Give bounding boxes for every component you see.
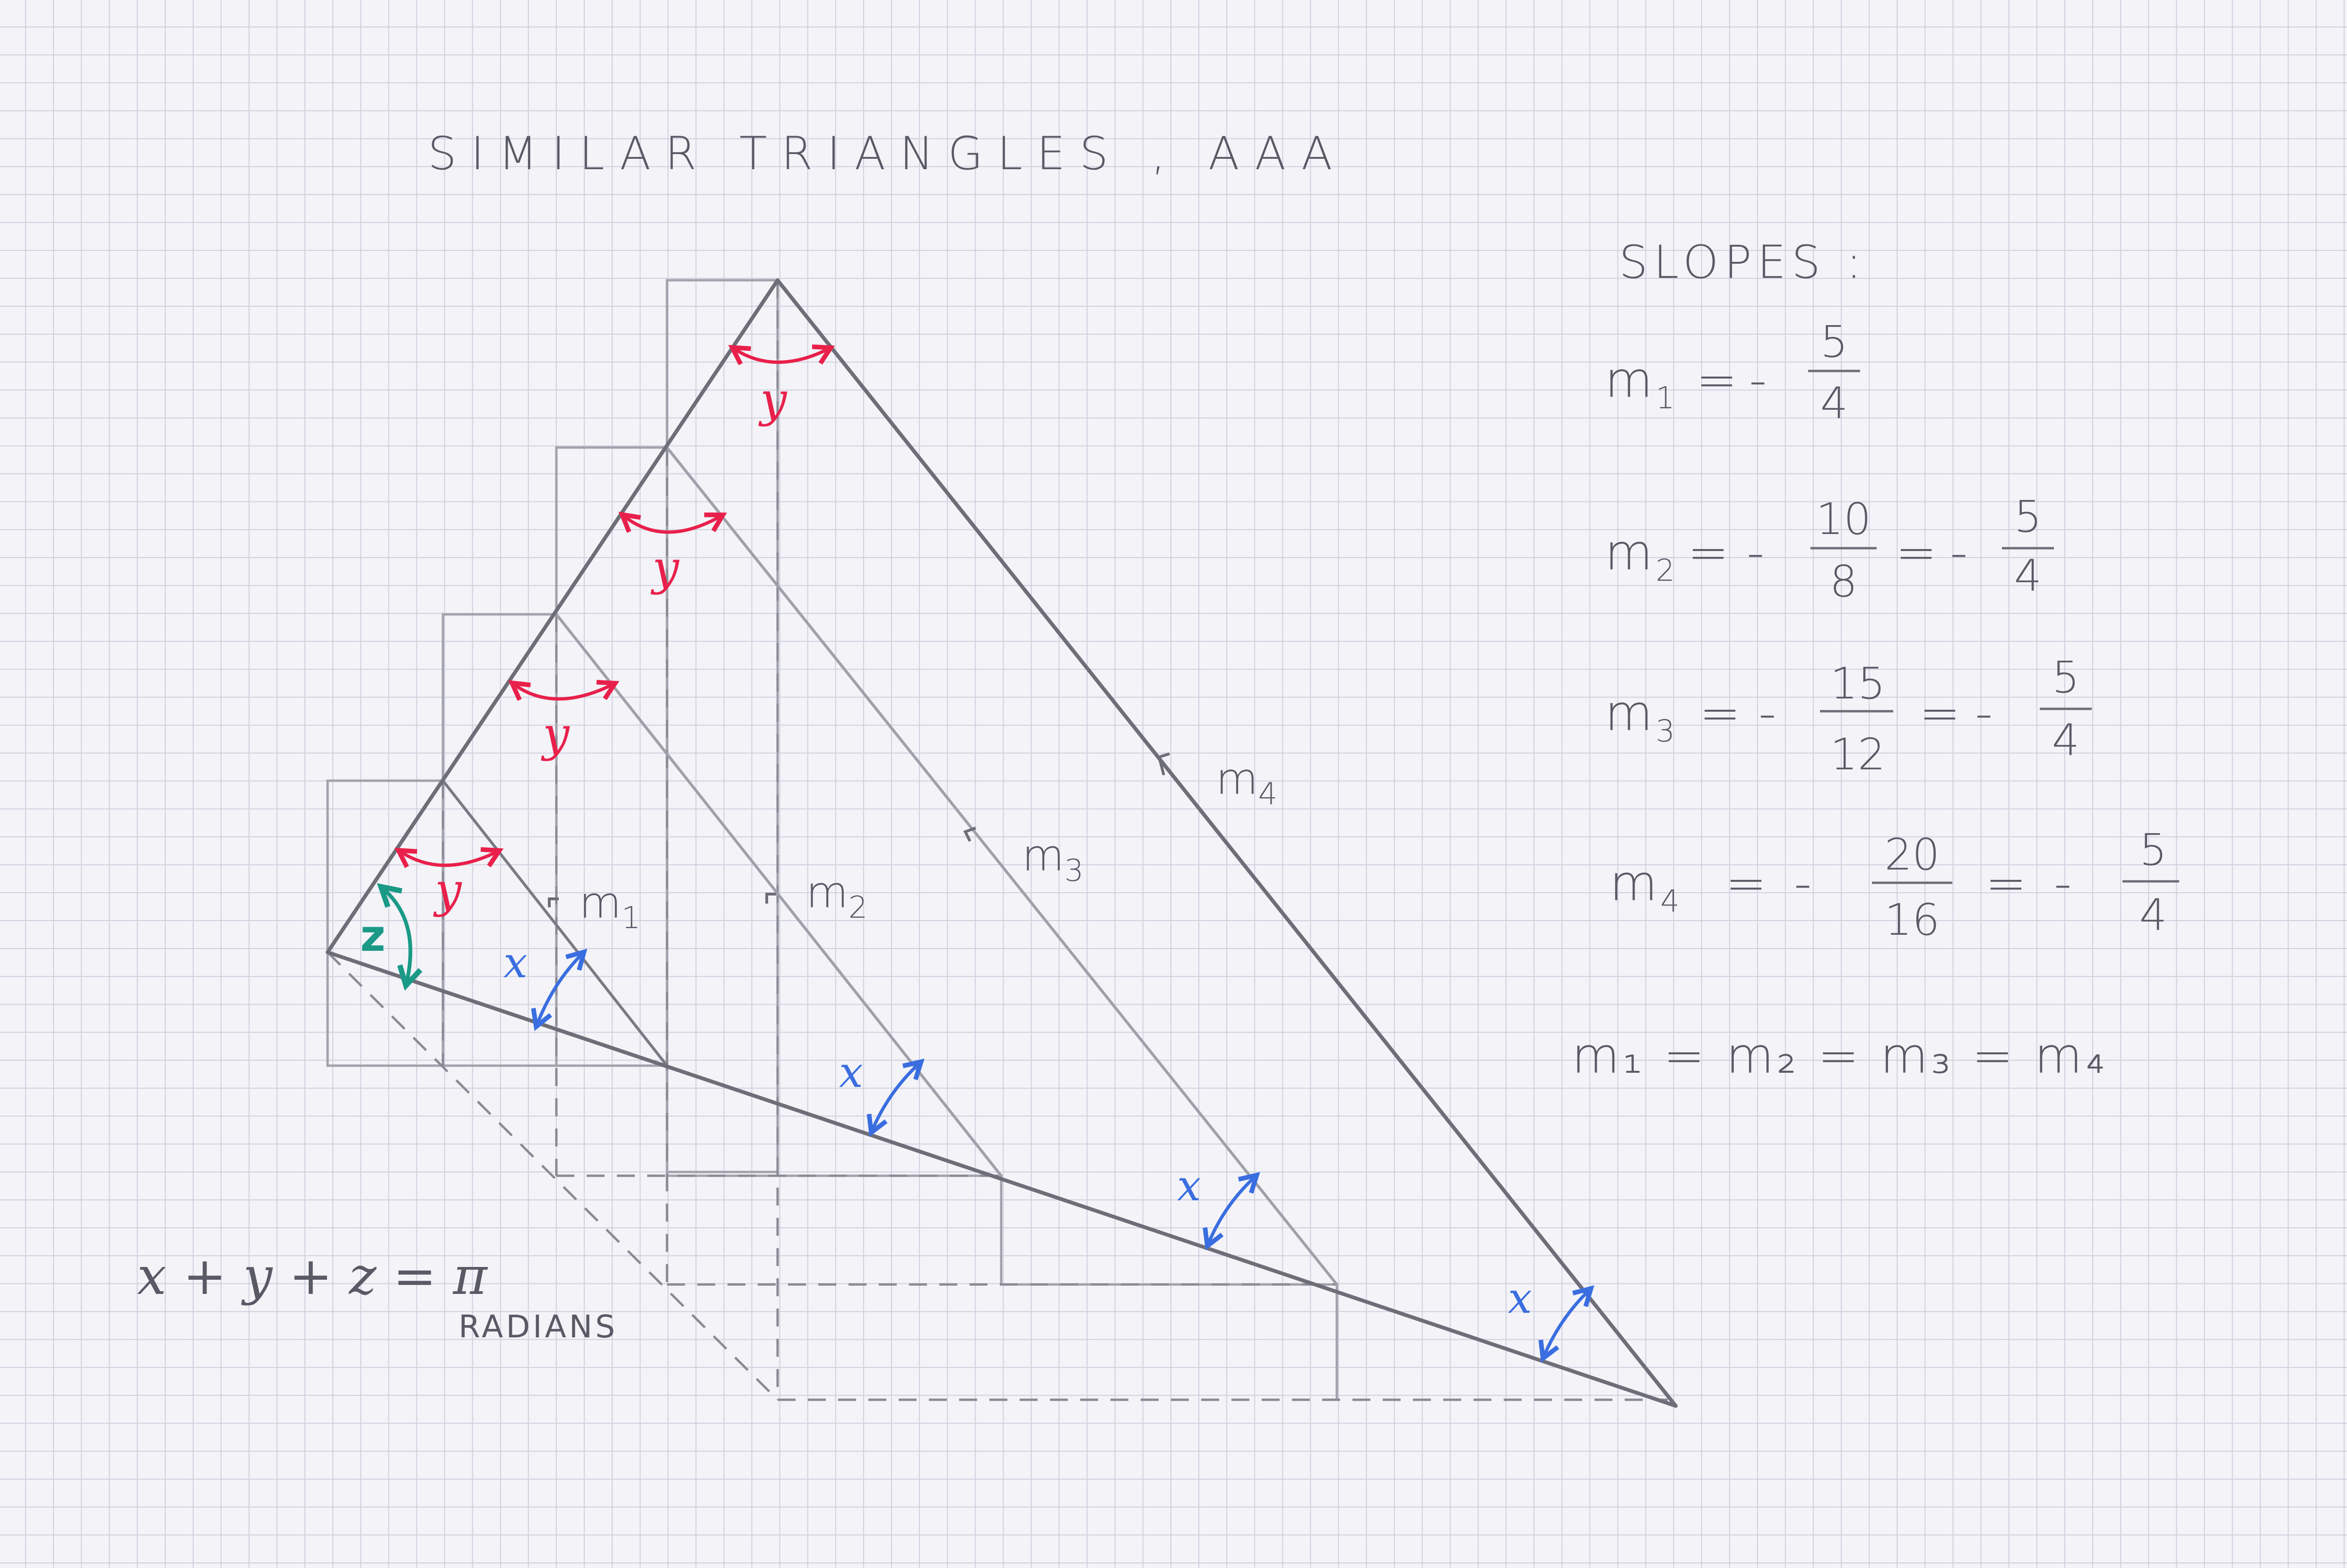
svg-text:4: 4	[2139, 890, 2167, 940]
svg-text:10: 10	[1816, 494, 1871, 544]
slope-lines	[442, 446, 1338, 1286]
svg-text:m3: m3	[1022, 830, 1083, 888]
box-6	[1001, 1283, 1338, 1400]
svg-text:m4: m4	[1216, 754, 1277, 812]
line-label-m4: m4	[1157, 752, 1277, 812]
diagram-title: SIMILAR TRIANGLES , AAA	[428, 127, 1346, 180]
y-label-2: y	[650, 540, 680, 595]
z-angle-arc	[383, 888, 410, 983]
svg-text:15: 15	[1830, 658, 1885, 709]
y-arc-4	[400, 852, 497, 865]
box-3	[555, 446, 668, 1067]
svg-text:20: 20	[1884, 829, 1940, 880]
svg-text:m1: m1	[579, 878, 641, 936]
svg-text:-: -	[1749, 351, 1770, 409]
x-label-3: x	[1177, 1161, 1201, 1211]
slope-equality: m₁ = m₂ = m₃ = m₄	[1572, 1027, 2108, 1085]
svg-text:m1: m1	[1605, 351, 1678, 416]
svg-text:=: =	[1919, 684, 1963, 742]
angle-unit: RADIANS	[459, 1309, 618, 1345]
svg-text:-: -	[1950, 524, 1971, 581]
z-label: z	[360, 911, 386, 961]
slope-line-m3	[666, 446, 1338, 1286]
svg-text:m4: m4	[1610, 854, 1682, 919]
svg-text:=: =	[1696, 351, 1740, 409]
svg-text:4: 4	[2014, 551, 2042, 601]
x-arc-1	[537, 954, 582, 1025]
svg-text:m3: m3	[1605, 684, 1678, 749]
y-arc-2	[624, 516, 721, 534]
x-label-1: x	[503, 938, 528, 988]
y-angle-arcs	[400, 349, 829, 865]
svg-text:-: -	[1975, 684, 1996, 742]
svg-text:4: 4	[2052, 715, 2080, 766]
x-arc-3	[1208, 1177, 1255, 1244]
svg-text:8: 8	[1830, 556, 1858, 607]
svg-text:=: =	[1725, 854, 1769, 912]
y-label-top: y	[758, 372, 788, 427]
y-arc-3	[514, 684, 613, 699]
svg-text:-: -	[2054, 854, 2075, 912]
x-arc-4	[1544, 1290, 1589, 1356]
svg-text:4: 4	[1820, 378, 1848, 429]
dash-diagonal	[327, 951, 779, 1401]
slope-m2: m2 = - 10 8 = - 5 4	[1605, 491, 2054, 607]
line-label-m3: m3	[963, 827, 1083, 888]
svg-text:5: 5	[2014, 491, 2042, 542]
y-label-4: y	[433, 862, 462, 918]
x-angle-arcs	[537, 954, 1589, 1356]
svg-text:-: -	[1747, 524, 1767, 581]
slope-m3: m3 = - 15 12 = - 5 4	[1605, 652, 2092, 780]
y-arc-top	[734, 349, 829, 362]
slope-line-m1	[442, 779, 668, 1067]
svg-text:5: 5	[1820, 317, 1848, 367]
x-label-4: x	[1508, 1274, 1532, 1323]
x-label-2: x	[839, 1048, 863, 1097]
slope-m4: m4 = - 20 16 = - 5 4	[1610, 825, 2179, 945]
line-label-m2: m2	[765, 867, 867, 925]
svg-text:=: =	[1688, 524, 1732, 581]
triangle-left-side	[326, 278, 779, 954]
angle-sum: x + y + z = π	[137, 1246, 488, 1306]
x-arc-2	[872, 1063, 919, 1130]
svg-text:m2: m2	[1605, 524, 1678, 588]
slope-line-m4	[776, 278, 1678, 1408]
svg-text:=: =	[1985, 854, 2029, 912]
svg-text:5: 5	[2139, 825, 2167, 875]
line-label-m1: m1	[548, 878, 641, 936]
dashed-lines	[327, 280, 1668, 1401]
y-label-3: y	[541, 706, 570, 762]
slope-line-m2	[555, 613, 1003, 1177]
svg-text:5: 5	[2052, 652, 2080, 703]
svg-text:-: -	[1758, 684, 1779, 742]
svg-text:=: =	[1699, 684, 1743, 742]
svg-text:=: =	[1896, 524, 1940, 581]
svg-text:m2: m2	[806, 867, 867, 925]
svg-text:12: 12	[1830, 729, 1885, 780]
svg-text:-: -	[1794, 854, 1815, 912]
slope-m1: m1 = - 5 4	[1605, 317, 1860, 429]
slopes-heading: SLOPES :	[1619, 236, 1867, 289]
construction-boxes	[326, 279, 1338, 1400]
svg-text:16: 16	[1884, 895, 1940, 945]
